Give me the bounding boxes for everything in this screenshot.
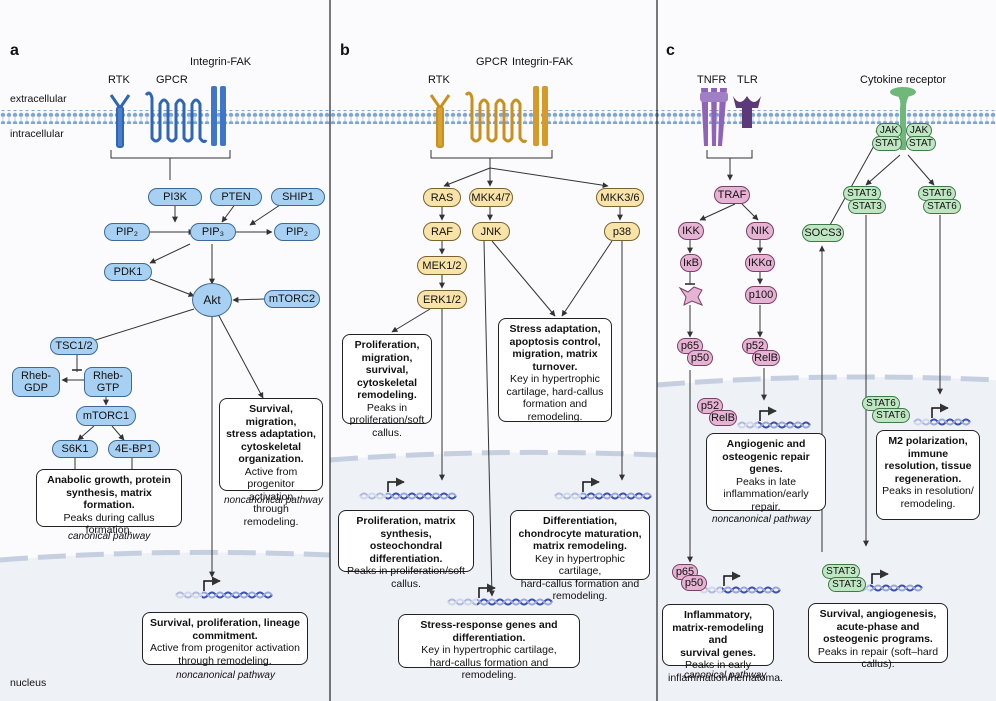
promoter-arrow (759, 406, 777, 421)
degraded-ikb-icon (678, 286, 704, 306)
promoter-arrow (203, 576, 221, 591)
node-4ebp1: 4E-BP1 (108, 440, 160, 458)
node-mkk47: MKK4/7 (469, 188, 513, 207)
tnfr-receptor (700, 88, 728, 146)
cell-membrane (0, 110, 996, 124)
node-mek: MEK1/2 (417, 256, 467, 275)
node-ikb: IκB (680, 254, 702, 272)
gpcr-label-a: GPCR (156, 74, 188, 86)
node-pip2-left: PIP₂ (104, 223, 150, 241)
node-traf: TRAF (714, 186, 750, 204)
node-jnk: JNK (472, 222, 510, 241)
dna-helix (912, 403, 971, 429)
integrin-label-a: Integrin-FAK (190, 56, 252, 68)
canonical-pathway-label-a: canonical pathway (68, 531, 151, 542)
node-mtorc2: mTORC2 (264, 290, 320, 308)
box-c-inflammatory: Inflammatory, matrix-remodeling and surv… (662, 604, 783, 684)
node-p50: p50 (687, 350, 713, 366)
node-pip2-right: PIP₂ (274, 223, 320, 241)
gpcr-receptor-a (144, 91, 208, 144)
promoter-arrow (582, 477, 600, 492)
panel-label-b: b (340, 42, 350, 59)
gpcr-label-b: GPCR (476, 56, 508, 68)
promoter-arrow (871, 569, 889, 584)
node-socs3: SOCS3 (802, 224, 844, 242)
node-p38: p38 (604, 222, 640, 241)
tnfr-label: TNFR (697, 74, 727, 86)
intracellular-label: intracellular (10, 128, 64, 140)
box-anabolic: Anabolic growth, protein synthesis, matr… (36, 469, 182, 536)
promoter-arrow (723, 571, 741, 586)
node-ikka: IKKα (745, 254, 775, 272)
node-relb: RelB (752, 350, 780, 366)
extracellular-label: extracellular (10, 93, 67, 105)
nucleus-label: nucleus (10, 677, 47, 689)
node-stat6-nuclear-bottom: STAT6 (872, 408, 910, 423)
noncanonical-pathway-label-a: noncanonical pathway (224, 495, 323, 506)
dna-helix (358, 477, 457, 503)
node-tsc: TSC1/2 (50, 337, 98, 355)
node-nik: NIK (746, 222, 774, 240)
node-stat-left: STAT (872, 136, 902, 151)
rtk-receptor-a (109, 94, 131, 148)
box-survival-nuclear: Survival, proliferation, lineage commitm… (142, 612, 308, 667)
node-p100: p100 (745, 286, 777, 304)
tlr-receptor (733, 96, 761, 128)
node-rheb-gdp: Rheb- GDP (12, 367, 60, 397)
box-b-stress-nuclear: Stress-response genes and differentiatio… (398, 614, 580, 681)
dna-helix (174, 576, 273, 602)
canonical-pathway-label-c: canonical pathway (684, 670, 767, 681)
promoter-arrow (478, 583, 496, 598)
node-s6k1: S6K1 (52, 440, 98, 458)
node-p50-nuclear: p50 (681, 575, 707, 591)
node-stat3-bottom: STAT3 (848, 199, 886, 214)
node-pi3k: PI3K (148, 188, 202, 206)
integrin-receptor-a (211, 86, 226, 146)
box-b-differentiation-nuclear: Differentiation, chondrocyte maturation,… (510, 510, 650, 602)
node-ras: RAS (423, 188, 461, 207)
node-mkk36: MKK3/6 (596, 188, 644, 207)
node-rheb-gtp: Rheb- GTP (84, 367, 132, 397)
tlr-label: TLR (737, 74, 758, 86)
box-b-proliferation-nuclear: Proliferation, matrix synthesis, osteoch… (338, 510, 474, 590)
box-c-angiogenic: Angiogenic and osteogenic repair genes.P… (706, 433, 826, 513)
integrin-receptor-b (533, 86, 548, 146)
node-stat3-nuclear-bottom: STAT3 (828, 577, 866, 592)
node-raf: RAF (423, 222, 461, 241)
node-relb-nuclear: RelB (709, 410, 737, 426)
node-akt: Akt (192, 283, 232, 317)
node-pten: PTEN (210, 188, 262, 206)
node-erk: ERK1/2 (417, 290, 467, 309)
node-pip3: PIP₃ (190, 223, 236, 241)
cytokine-receptor (890, 87, 916, 150)
node-ship1: SHIP1 (271, 188, 325, 206)
node-mtorc1: mTORC1 (76, 406, 136, 426)
node-pdk1: PDK1 (104, 263, 152, 281)
gpcr-receptor-b (464, 91, 528, 144)
panel-label-a: a (10, 42, 19, 59)
dna-helix (736, 406, 811, 432)
cytokine-receptor-label: Cytokine receptor (860, 74, 947, 86)
dna-helix (553, 477, 652, 503)
rtk-label-b: RTK (428, 74, 450, 86)
rtk-label-a: RTK (108, 74, 130, 86)
promoter-arrow (931, 403, 949, 418)
dna-helix (446, 583, 553, 609)
noncanonical-pathway-label-a-nuclear: noncanonical pathway (176, 670, 275, 681)
box-c-survival: Survival, angiogenesis, acute-phase and … (808, 603, 948, 670)
box-b-proliferation-cyto: Proliferation, migration, survival, cyto… (342, 334, 432, 439)
box-b-stress-cyto: Stress adaptation, apoptosis control, mi… (498, 318, 612, 423)
rtk-receptor-b (429, 94, 451, 148)
node-stat-right: STAT (906, 136, 936, 151)
node-ikk: IKK (678, 222, 704, 240)
box-survival-cytoskeletal: Survival, migration, stress adaptation, … (219, 398, 323, 528)
noncanonical-pathway-label-c: noncanonical pathway (712, 514, 811, 525)
promoter-arrow (387, 477, 405, 492)
integrin-label-b: Integrin-FAK (512, 56, 574, 68)
node-p52-nuclear: p52 (697, 398, 723, 414)
box-c-m2: M2 polarization, immune resolution, tiss… (876, 430, 980, 520)
node-stat6-bottom: STAT6 (923, 199, 961, 214)
panel-label-c: c (666, 42, 675, 59)
